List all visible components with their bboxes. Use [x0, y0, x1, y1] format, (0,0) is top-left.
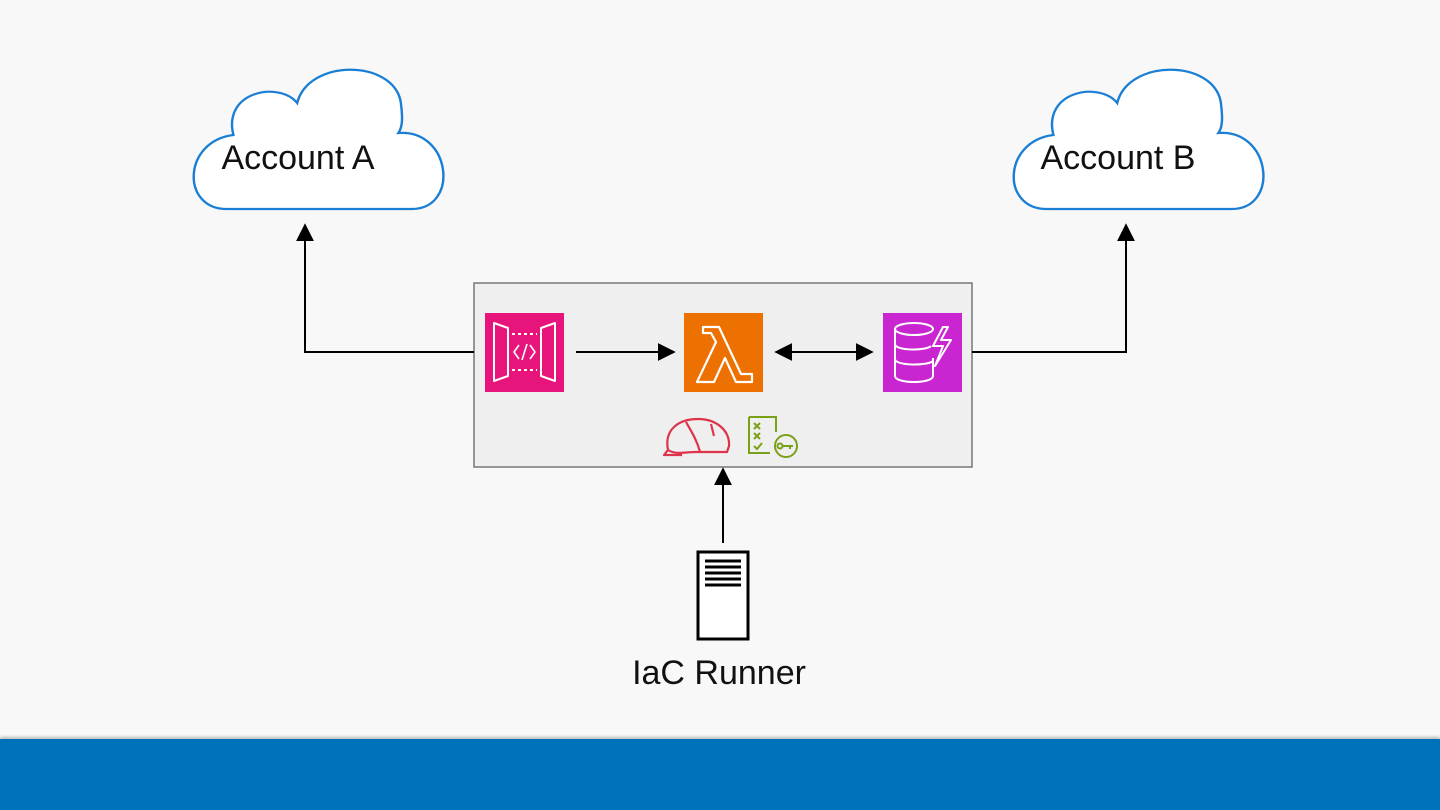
hard-hat-icon [662, 417, 731, 457]
connector-to-account-b [972, 223, 1135, 353]
policy-key-icon [748, 416, 798, 458]
dynamodb-icon [883, 313, 962, 392]
connector-to-account-a [296, 223, 474, 353]
account-b-label: Account B [1040, 139, 1196, 177]
server-icon [696, 550, 750, 641]
account-b-cloud [1012, 68, 1265, 211]
account-a-cloud [192, 68, 445, 211]
account-a-label: Account A [221, 139, 375, 177]
api-gateway-icon [485, 313, 564, 392]
footer-bar [0, 739, 1440, 810]
iac-runner-label: IaC Runner [632, 654, 806, 692]
lambda-icon [684, 313, 763, 392]
